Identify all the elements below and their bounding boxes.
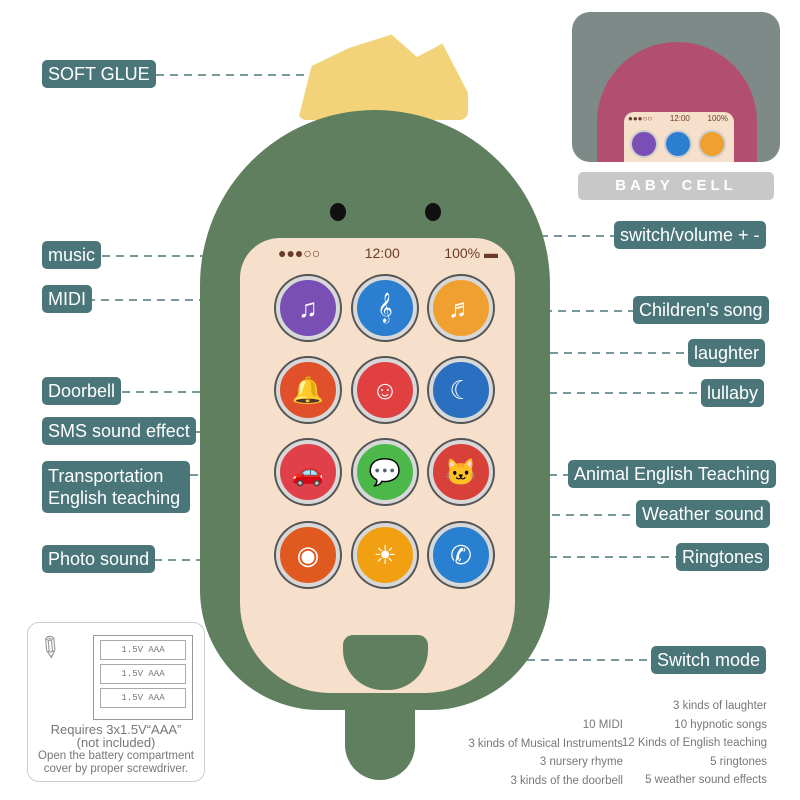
sound-button[interactable]: 𝄞 [353,276,417,340]
battery-icon: ▬ [484,245,498,261]
camera-icon: ◉ [296,539,320,570]
specs-right: 3 kinds of laughter 10 hypnotic songs 12… [622,697,767,790]
song-book-icon [698,130,726,158]
label-sms: SMS sound effect [42,417,196,445]
specs-left: 10 MIDI 3 kinds of Musical Instruments 3… [468,716,623,790]
chat-bubble-icon: 💬 [368,456,402,487]
spec-item: 10 MIDI [582,719,623,731]
label-switch-volume: switch/volume + - [614,221,766,249]
girl-face-icon: ☺ [371,374,399,405]
sound-button[interactable]: 💬 [353,440,417,504]
inset-status: ●●●○○ 12:00 100% [628,114,728,123]
spec-item: 3 kinds of Musical Instruments [468,737,623,750]
sound-button[interactable]: ♫ [276,276,340,340]
signal-dots-icon: ●●●○○ [278,245,321,261]
battery-cell: 1.5V AAA [100,664,186,684]
bell-icon: 🔔 [291,374,325,405]
right-eye [425,203,441,221]
sound-button[interactable]: ☺ [353,358,417,422]
inset-battery: 100% [707,114,728,123]
screwdriver-icon: ✎ [30,628,69,667]
label-ringtones: Ringtones [676,543,770,571]
left-eye [330,203,346,221]
sun-icon: ☀ [373,539,397,570]
sound-button[interactable]: 🐱 [429,440,493,504]
sound-button[interactable]: ✆ [429,523,493,587]
time: 12:00 [364,245,400,261]
product-badge: BABY CELL PHONE [578,172,774,222]
label-childrens-song: Children's song [633,296,769,324]
sound-button[interactable]: 🔔 [276,358,340,422]
label-weather: Weather sound [636,500,770,528]
spec-item: 3 kinds of the doorbell [510,774,623,787]
signal-dots-icon: ●●●○○ [628,114,653,123]
spec-item: 5 ringtones [710,755,767,768]
spec-item: 12 Kinds of English teaching [621,737,767,749]
label-midi: MIDI [42,285,92,313]
battery-cell: 1.5V AAA [100,640,186,660]
label-photo: Photo sound [42,545,156,573]
label-switch-mode: Switch mode [651,646,767,674]
requires-text: Requires 3x1.5V“AAA” [50,722,182,737]
label-soft-glue: SOFT GLUE [42,60,156,88]
sound-button[interactable]: ☀ [353,523,417,587]
battery-info-box: ✎ 1.5V AAA 1.5V AAA 1.5V AAA Requires 3x… [27,622,205,782]
pink-variant-inset: ●●●○○ 12:00 100% [572,12,780,162]
music-note-icon [630,130,658,158]
phone-icon: ✆ [450,539,472,570]
piano-icon: 𝄞 [377,292,393,322]
label-transport: Transportation English teaching [42,461,190,513]
not-included-text: (not included) [76,735,156,750]
sound-button[interactable]: ◉ [276,523,340,587]
spec-item: 3 nursery rhyme [539,756,623,768]
label-music: music [42,241,102,269]
sound-button[interactable]: 🚗 [276,440,340,504]
spec-item: 3 kinds of laughter [673,700,767,712]
music-note-icon: ♫ [298,292,318,323]
battery-requirement: Requires 3x1.5V“AAA”(not included) [28,723,204,749]
inset-time: 12:00 [669,114,690,123]
sound-button[interactable]: ☾ [429,358,493,422]
battery: 100% ▬ [444,245,498,261]
label-lullaby: lullaby [701,379,765,407]
status-bar: ●●●○○ 12:00 100% ▬ [278,245,498,261]
moon-star-icon: ☾ [449,374,473,405]
spec-item: 10 hypnotic songs [674,718,767,731]
piano-icon [664,130,692,158]
car-icon: 🚗 [291,456,325,487]
battery-cell: 1.5V AAA [100,688,186,708]
label-doorbell: Doorbell [42,377,122,405]
battery-instruction: Open the battery compartment cover by pr… [38,750,194,775]
label-animal: Animal English Teaching [568,460,776,488]
sound-button[interactable]: ♬ [429,276,493,340]
battery-compartment-icon: 1.5V AAA 1.5V AAA 1.5V AAA [93,635,193,720]
spec-item: 5 weather sound effects [645,774,767,786]
song-book-icon: ♬ [448,292,474,323]
cat-icon: 🐱 [444,456,478,487]
label-laughter: laughter [688,339,766,367]
battery-percent: 100% [444,245,481,261]
